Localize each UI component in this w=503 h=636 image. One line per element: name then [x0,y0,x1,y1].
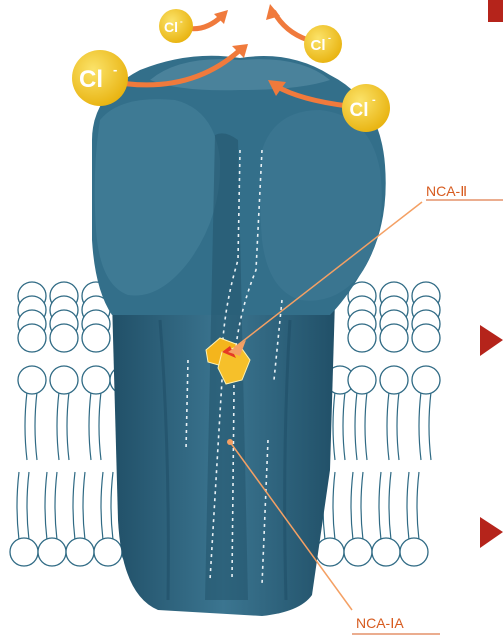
lipid-head [18,324,46,352]
lipid-tail [333,472,335,540]
lipid-head [18,366,46,394]
lipid-tail [343,392,345,460]
lipid-tail [419,392,421,460]
lipid-tail [355,392,357,460]
ion-label: Cl [350,100,369,121]
chloride-ion: Cl - [342,84,390,132]
lipid-tail [25,392,27,460]
lipid-tail [89,392,91,460]
lipid-head [94,538,122,566]
lipid-tail [365,392,367,460]
chloride-ion: Cl - [72,50,128,106]
channel-protein [92,56,386,616]
lipid-tail [389,472,391,540]
nca-ia-label: NCA-ⅠA [356,615,404,631]
lipid-tail [57,392,59,460]
lipid-tail [83,472,85,540]
lipid-head [348,324,376,352]
lipid-head [82,366,110,394]
lipid-tail [387,392,389,460]
ion-label: Cl [311,37,326,54]
lipid-tail [397,392,399,460]
lipid-tail [99,392,101,460]
ion-label: Cl [164,19,178,35]
lipid-tail [417,472,419,540]
lipid-tail [429,392,431,460]
lipid-tail [45,472,47,540]
lipid-head [38,538,66,566]
lipid-tail [111,472,113,540]
channel-right-lobe [260,110,382,301]
lipid-head [400,538,428,566]
chloride-ion: Cl - [304,25,342,63]
lipid-tail [27,472,29,540]
lipid-head [316,538,344,566]
chloride-ion: Cl - [159,9,193,43]
ion-charge: - [113,62,117,77]
lipid-head [344,538,372,566]
lipid-head [50,324,78,352]
ion-charge: - [328,33,331,43]
ion-label: Cl [79,66,103,93]
lipid-head [412,324,440,352]
lipid-tail [73,472,75,540]
lipid-tail [379,472,381,540]
nca-ii-label: NCA-Ⅱ [426,183,467,199]
lipid-tail [333,392,335,460]
lipid-head [10,538,38,566]
lipid-head [82,324,110,352]
lipid-tail [67,392,69,460]
triangle-play-icon [480,325,503,356]
lipid-head [66,538,94,566]
lipid-tail [351,472,353,540]
lipid-head [372,538,400,566]
lipid-tail [361,472,363,540]
ion-charge: - [372,94,376,106]
lipid-tail [101,472,103,540]
lipid-head [348,366,376,394]
ion-charge: - [180,17,183,26]
triangle-play-icon [488,0,503,22]
lipid-tail [55,472,57,540]
lipid-head [412,366,440,394]
lipid-tail [407,472,409,540]
lipid-head [50,366,78,394]
lipid-tail [17,472,19,540]
lipid-tail [35,392,37,460]
lipid-head [380,324,408,352]
triangle-play-icon [480,517,503,548]
lipid-head [380,366,408,394]
